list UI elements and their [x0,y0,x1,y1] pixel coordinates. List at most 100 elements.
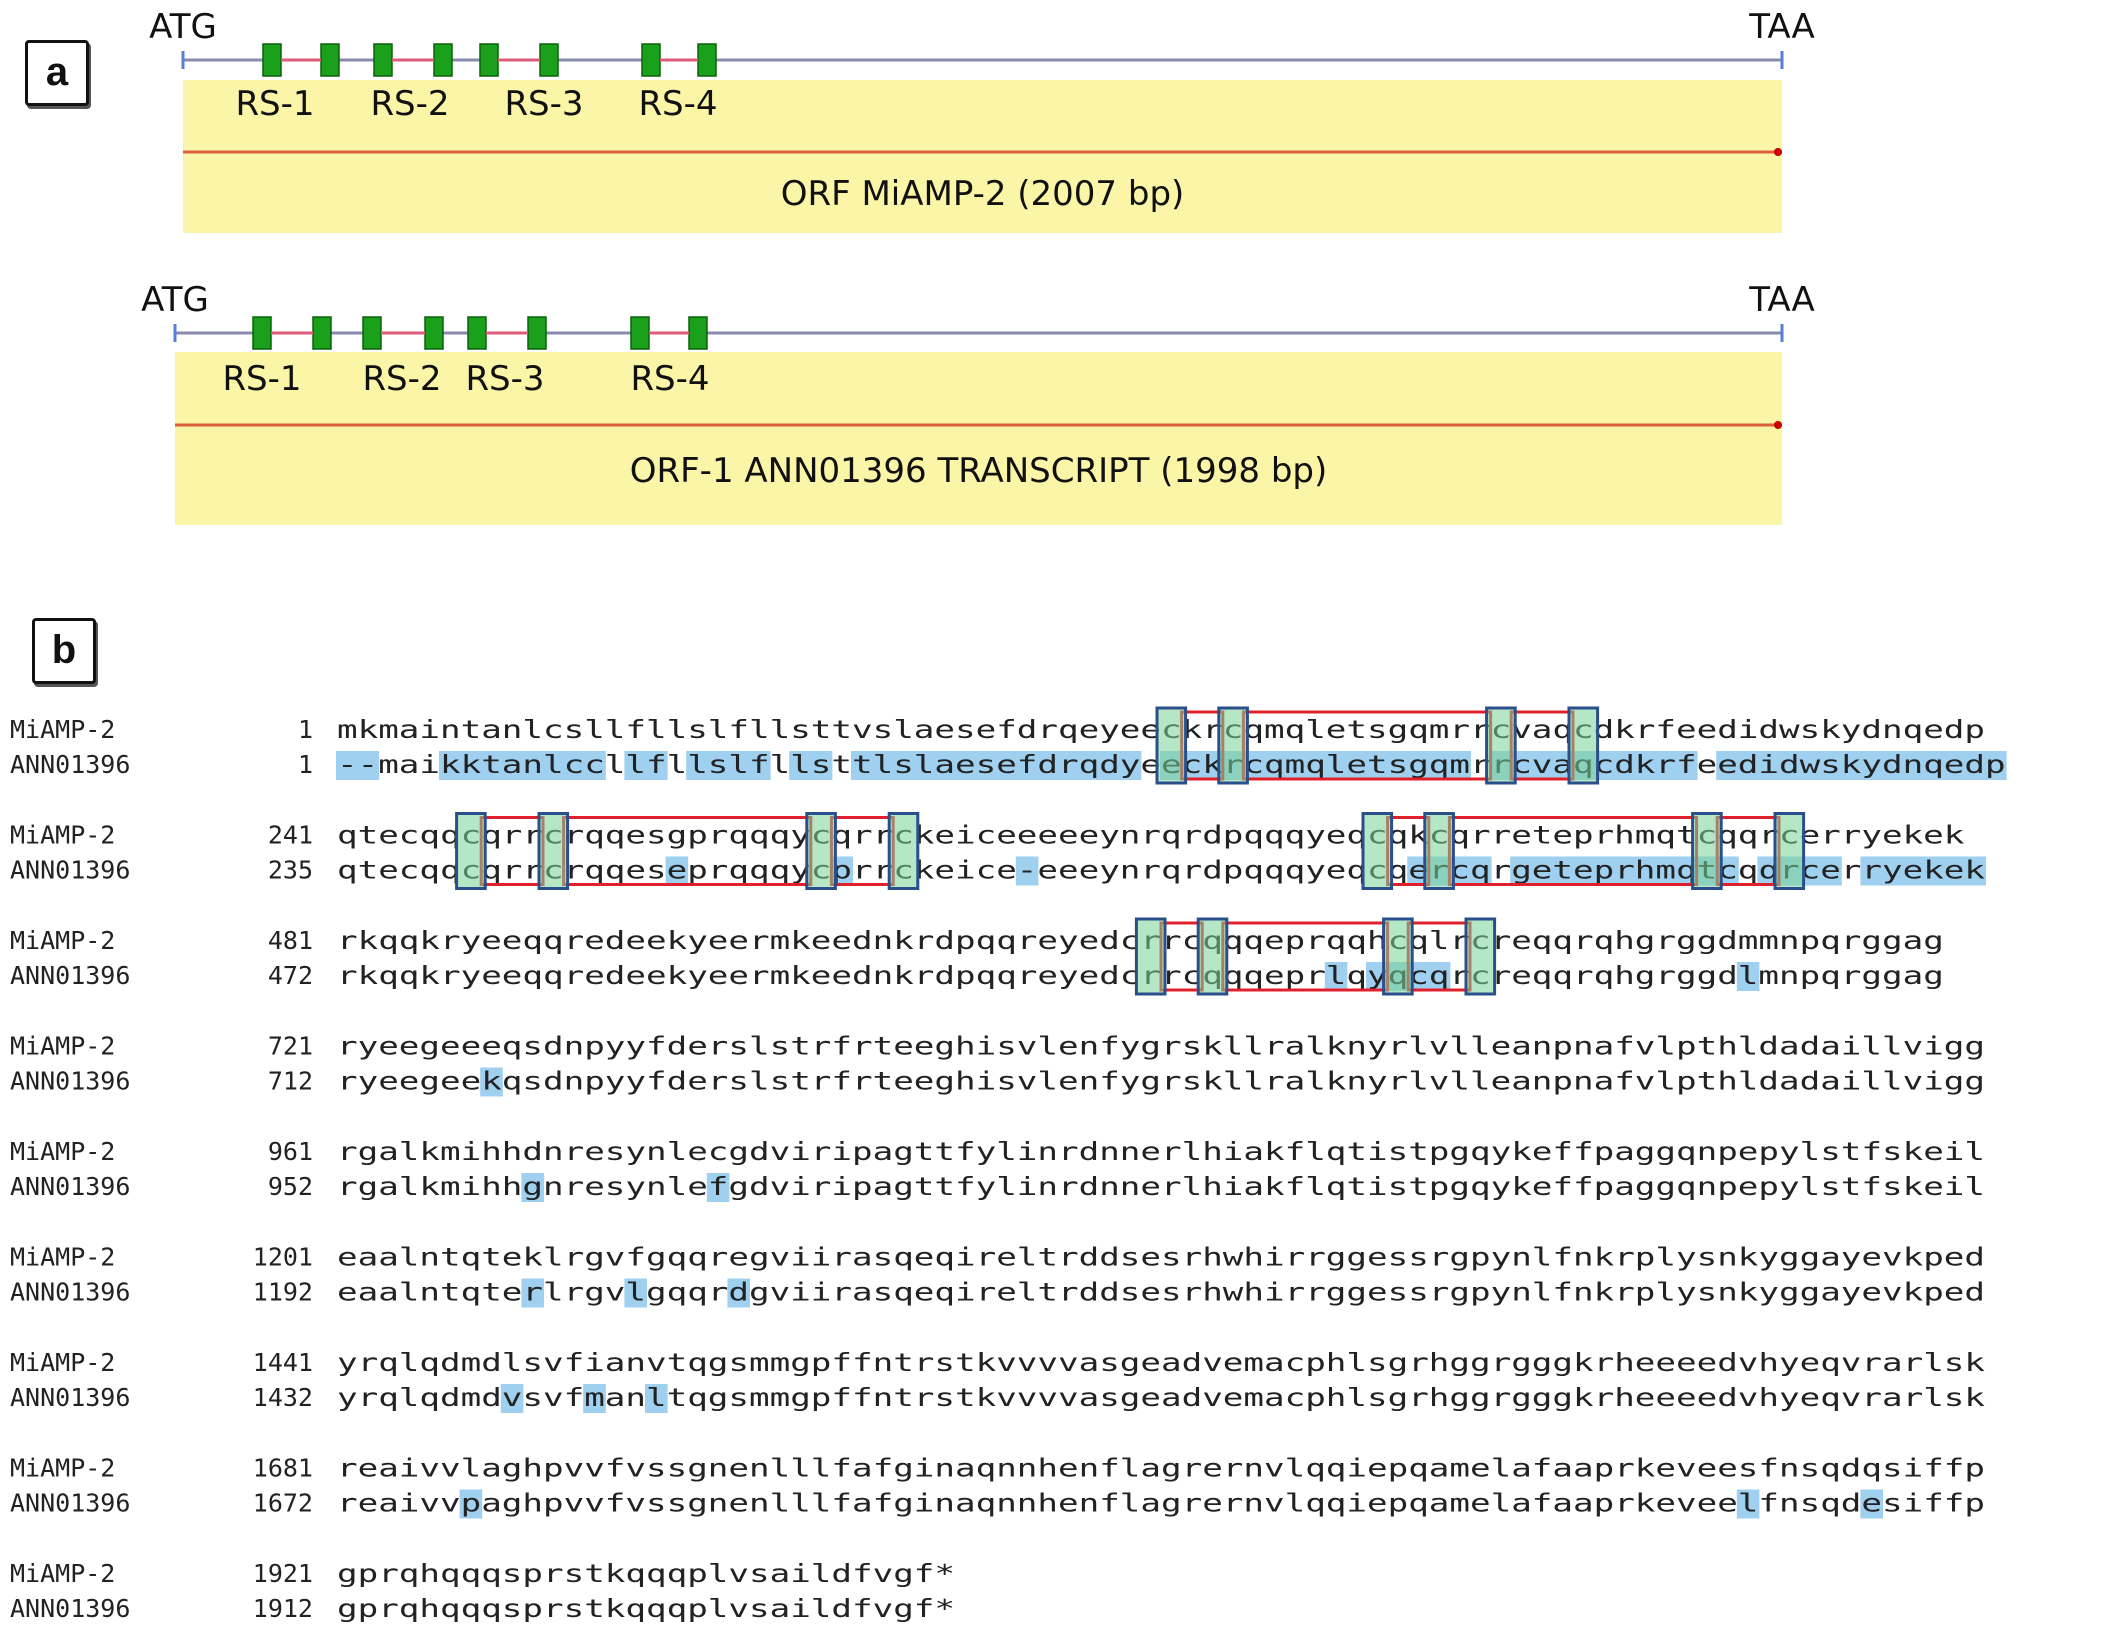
repeat-block [630,316,650,350]
mismatch-highlight [1551,856,1574,886]
mismatch-highlight [1881,856,1904,886]
mismatch-highlight [1036,751,1059,780]
repeat-block [433,43,453,77]
mismatch-highlight [480,751,503,780]
sequence-residues: reaivvlaghpvvfvssgnenlllfafginaqnnhenfla… [337,1454,1985,1483]
mismatch-highlight [1324,962,1348,991]
cysteine-box [1217,706,1249,785]
repeat-label: RS-2 [362,359,441,399]
mismatch-highlight [521,1173,544,1202]
mismatch-highlight [1984,751,2007,780]
mismatch-highlight [1345,751,1368,780]
sequence-position: 1681 [253,1454,313,1483]
mismatch-highlight [1922,751,1945,780]
alignment-row: ANN013961--maikktanlccllfllslfllsttlslae… [10,750,2006,779]
sequence-position: 241 [268,821,313,850]
repeat-block [312,316,332,350]
mismatch-highlight [1427,751,1451,780]
cysteine-motif-group [1134,917,1497,996]
mismatch-highlight [624,1278,647,1308]
cysteine-box [1155,706,1188,785]
orf-title: ORF-1 ANN01396 TRANSCRIPT (1998 bp) [630,451,1328,491]
mismatch-highlight [500,1384,524,1413]
sequence-position: 1441 [253,1348,313,1377]
sequence-position: 1921 [253,1559,313,1588]
repeat-block [320,43,340,77]
mismatch-highlight [1757,751,1780,780]
sequence-position: 1672 [253,1489,313,1518]
mismatch-highlight [1633,856,1657,886]
sequence-name: ANN01396 [10,856,130,885]
mismatch-highlight [706,751,730,780]
sequence-name: ANN01396 [10,1172,130,1201]
mismatch-highlight [727,751,750,780]
sequence-position: 1 [298,715,313,744]
sequence-residues: eaalntqteklrgvfgqqregviirasqeqireltrddse… [337,1243,1985,1272]
mismatch-highlight [995,751,1018,780]
mismatch-highlight [1427,962,1451,991]
sequence-name: MiAMP-2 [10,1348,115,1377]
mismatch-highlight [1963,856,1986,886]
mismatch-highlight [789,751,812,780]
mismatch-highlight [1778,751,1801,780]
mismatch-highlight [439,751,462,780]
mismatch-highlight [892,751,915,780]
mismatch-highlight [521,1278,544,1308]
panel-b-label: b [32,618,96,684]
sequence-name: ANN01396 [10,750,130,779]
repeat-label: RS-4 [638,84,717,124]
sequence-name: MiAMP-2 [10,1032,115,1061]
mismatch-highlight [1263,751,1286,780]
cysteine-box [1423,812,1455,890]
cysteine-box [537,812,570,890]
mismatch-highlight [1098,751,1121,780]
mismatch-highlight [809,751,833,780]
repeat-label: RS-4 [630,359,709,399]
mismatch-highlight [480,1067,503,1097]
cysteine-box [1485,706,1517,785]
orf-box [183,80,1782,233]
mismatch-highlight [583,751,606,780]
mismatch-highlight [1736,1489,1760,1519]
sequence-position: 952 [268,1172,313,1201]
sequence-position: 1 [298,750,313,779]
mismatch-highlight [1942,856,1966,886]
mismatch-highlight [1015,751,1039,780]
mismatch-highlight [1324,751,1348,780]
cysteine-box [1464,917,1497,996]
sequence-name: MiAMP-2 [10,1243,115,1272]
sequence-position: 961 [268,1137,313,1166]
repeat-block [262,43,282,77]
orf-box [175,352,1782,525]
repeat-block [641,43,661,77]
mismatch-highlight [583,1384,606,1413]
sequence-residues: gprqhqqqsprstkqqqplvsaildfvgf* [337,1594,955,1623]
repeat-label: RS-3 [504,84,583,124]
mismatch-highlight [933,751,956,780]
mismatch-highlight [1963,751,1986,780]
cysteine-box [1691,812,1723,890]
mismatch-highlight [1736,751,1760,780]
mismatch-highlight [1057,751,1080,780]
sequence-alignment: MiAMP-21mkmaintanlcsllfllslfllsttvslaese… [10,706,2007,1623]
mismatch-highlight [1613,751,1636,780]
mismatch-highlight [1839,751,1863,780]
mismatch-highlight [1860,751,1883,780]
mismatch-highlight [1860,856,1883,886]
sequence-name: ANN01396 [10,1067,130,1096]
mismatch-highlight [1819,751,1842,780]
mismatch-highlight [1881,751,1904,780]
repeat-label: RS-2 [370,84,449,124]
mismatch-highlight [1015,856,1039,886]
